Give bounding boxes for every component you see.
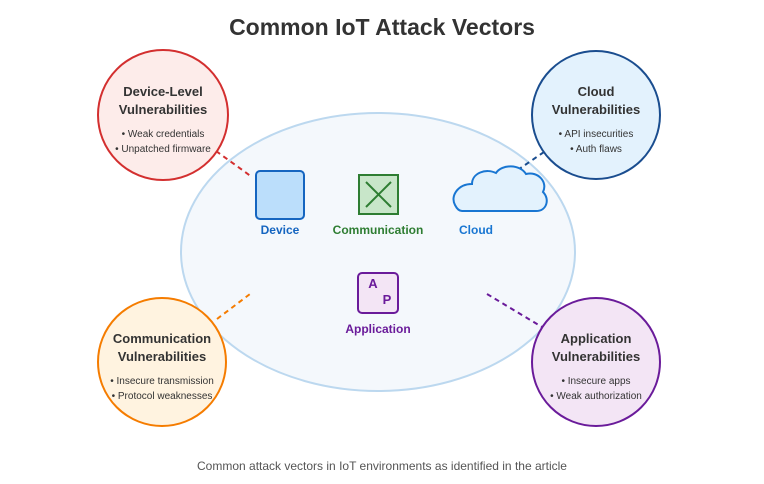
cloud-icon [452,165,548,212]
application-connector [486,293,543,328]
cloud-vulnerabilities-title-line-2: Vulnerabilities [551,102,641,117]
application-icon-letter-a: A [368,276,378,291]
device-vulnerability-item: • Weak credentials [121,129,205,140]
device-vulnerability-item: • Unpatched firmware [115,144,211,155]
device-icon [255,170,305,220]
communication-vulnerabilities-circle [97,297,227,427]
diagram-title: Common IoT Attack Vectors [229,14,535,40]
communication-label: Communication [332,223,424,237]
application-vulnerabilities-title-line-1: Application [560,331,632,346]
device-connector [215,150,253,178]
device-vulnerabilities-title-line-2: Vulnerabilities [118,102,208,117]
diagram-caption: Common attack vectors in IoT environment… [197,459,567,473]
application-icon: A P [357,272,399,314]
device-vulnerabilities: Device-Level Vulnerabilities • Weak cred… [47,83,279,157]
application-vulnerabilities-title-line-2: Vulnerabilities [551,349,641,364]
communication-vulnerabilities-title-line-1: Communication [112,331,212,346]
cloud-vulnerabilities: Cloud Vulnerabilities • API insecurities… [480,83,712,157]
cloud-vulnerability-item: • Auth flaws [570,144,622,155]
communication-icon [358,174,399,215]
cloud-vulnerabilities-circle [531,50,661,180]
device-vulnerabilities-circle [97,49,229,181]
application-vulnerabilities-circle [531,297,661,427]
cloud-vulnerabilities-title-line-1: Cloud [577,84,615,99]
application-vulnerability-item: • Insecure apps [561,376,631,387]
application-label: Application [345,322,411,336]
communication-vulnerabilities-title-line-2: Vulnerabilities [117,349,207,364]
device-label: Device [260,223,300,237]
cloud-label: Cloud [459,223,493,237]
device-vulnerabilities-title-line-1: Device-Level [123,84,203,99]
communication-vulnerability-item: • Insecure transmission [110,376,214,387]
application-vulnerability-item: • Weak authorization [550,391,642,402]
application-vulnerabilities: Application Vulnerabilities • Insecure a… [480,330,712,404]
communication-vulnerability-item: • Protocol weaknesses [111,391,213,402]
communication-vulnerabilities: Communication Vulnerabilities • Insecure… [46,330,278,404]
cloud-vulnerability-item: • API insecurities [558,129,634,140]
communication-connector [216,293,251,320]
application-icon-letter-p: P [383,292,392,307]
